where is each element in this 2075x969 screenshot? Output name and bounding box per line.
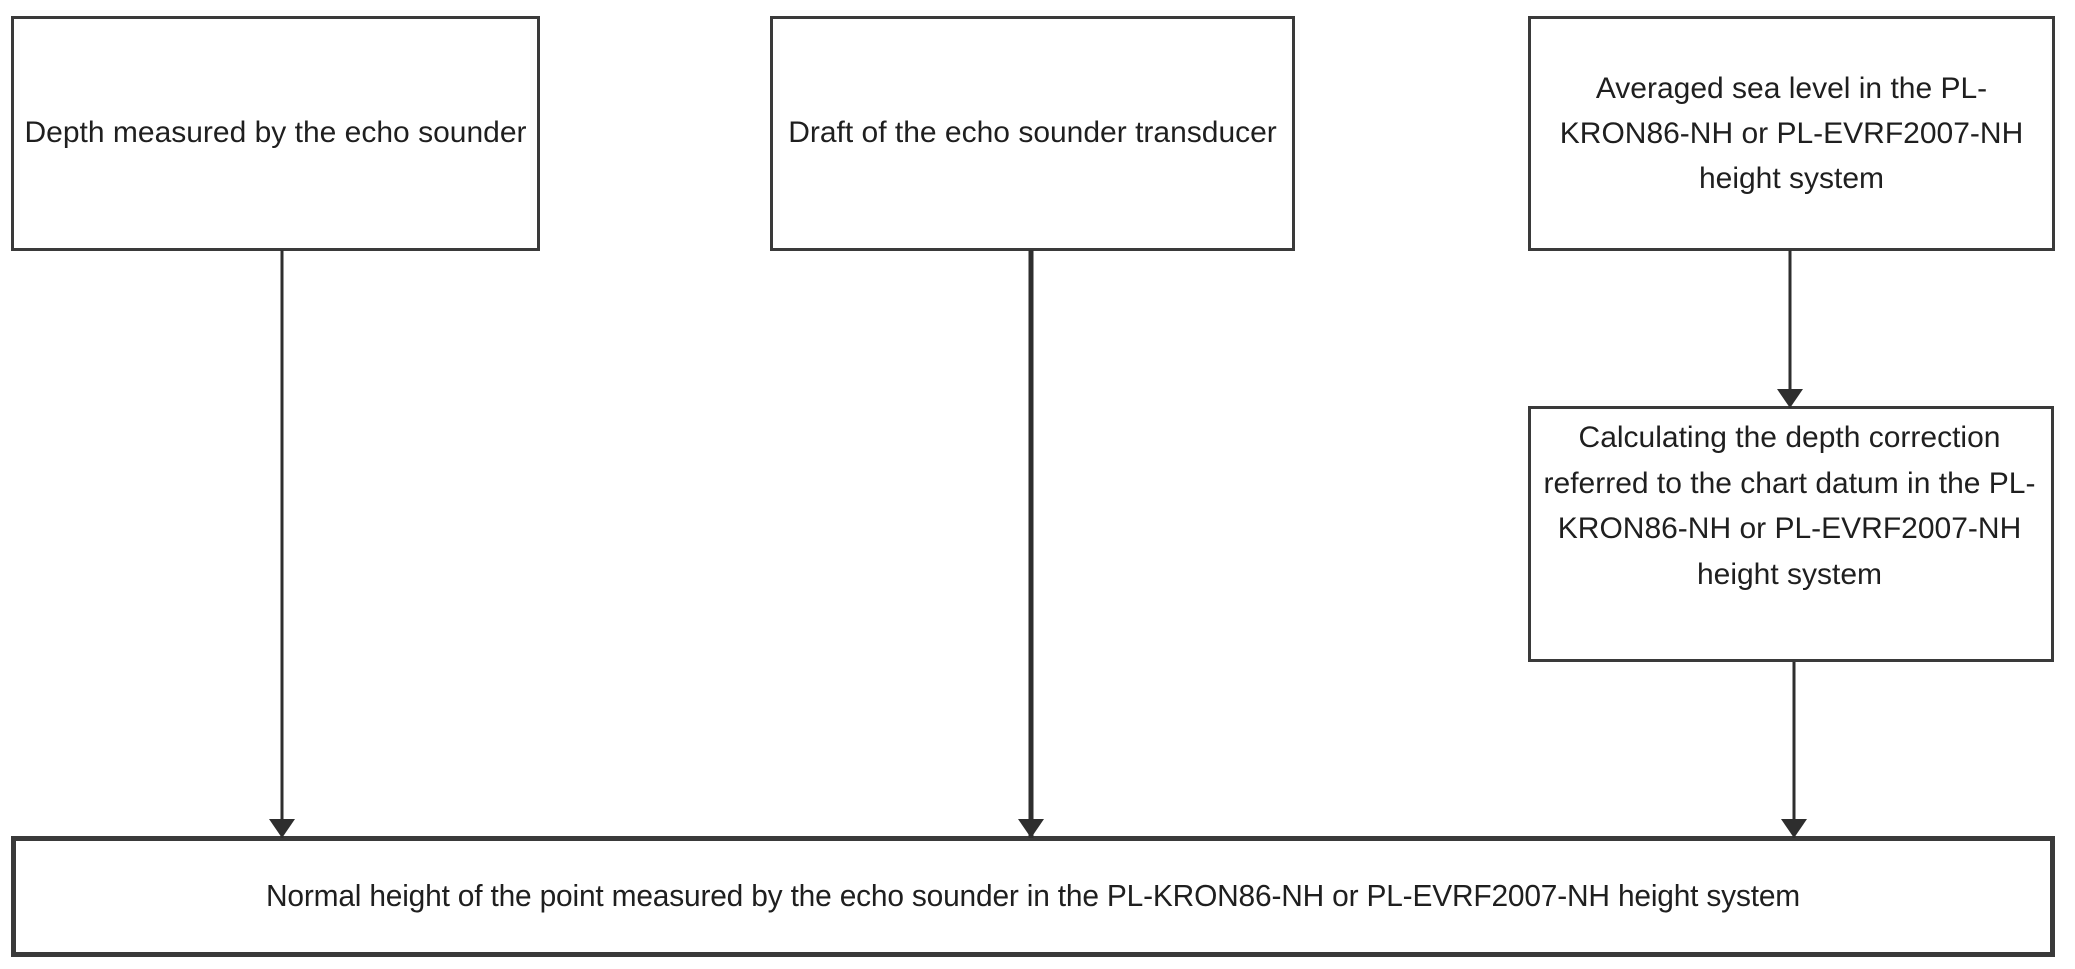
arrow-line <box>1788 250 1792 408</box>
arrow-sealevel-to-calculation <box>1777 250 1803 408</box>
node-normal-height-result-label: Normal height of the point measured by t… <box>265 878 1801 914</box>
arrow-draft-to-result <box>1018 250 1044 838</box>
node-depth-measured-label: Depth measured by the echo sounder <box>24 116 527 150</box>
arrow-line <box>280 250 284 838</box>
node-averaged-sea-level-label: Averaged sea level in the PL-KRON86-NH o… <box>1559 72 2024 195</box>
arrow-depth-to-result <box>269 250 295 838</box>
node-depth-measured[interactable]: Depth measured by the echo sounder <box>11 16 540 251</box>
node-normal-height-result[interactable]: Normal height of the point measured by t… <box>11 836 2055 957</box>
arrow-line <box>1028 250 1034 838</box>
node-draft-transducer-label: Draft of the echo sounder transducer <box>788 116 1277 150</box>
arrow-line <box>1792 662 1796 838</box>
node-calculating-depth-correction-label: Calculating the depth correction referre… <box>1543 421 2036 591</box>
node-calculating-depth-correction[interactable]: Calculating the depth correction referre… <box>1528 406 2054 662</box>
arrow-calculation-to-result <box>1781 662 1807 838</box>
node-averaged-sea-level[interactable]: Averaged sea level in the PL-KRON86-NH o… <box>1528 16 2055 251</box>
node-draft-transducer[interactable]: Draft of the echo sounder transducer <box>770 16 1295 251</box>
